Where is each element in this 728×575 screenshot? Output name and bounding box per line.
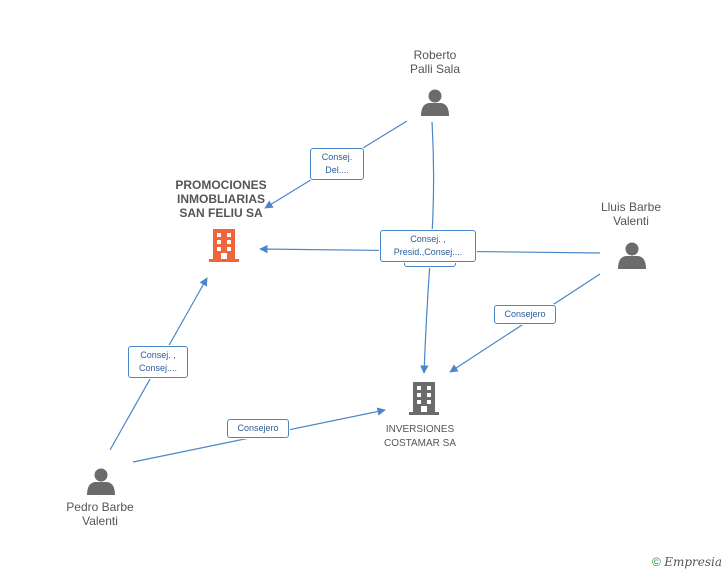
- brand-logo[interactable]: Empresia: [664, 555, 722, 569]
- edge-label-pedro-inversiones[interactable]: Consejero: [227, 419, 289, 438]
- node-label-lluis[interactable]: Lluis Barbe Valenti: [600, 200, 662, 228]
- node-label-inversiones[interactable]: INVERSIONES COSTAMAR SA: [383, 424, 457, 449]
- person-icon[interactable]: [421, 89, 449, 117]
- edge-label-center[interactable]: Consej. , Presid.,Consej....: [380, 230, 476, 262]
- edge-label-lluis-inversiones[interactable]: Consejero: [494, 305, 556, 324]
- building-icon[interactable]: [409, 382, 439, 415]
- copyright-symbol: ©: [652, 555, 661, 569]
- person-icon[interactable]: [87, 468, 115, 496]
- edge-label-pedro-promociones[interactable]: Consej. , Consej....: [128, 346, 188, 378]
- edge-label-roberto-promociones[interactable]: Consej. Del....: [310, 148, 364, 180]
- node-label-roberto[interactable]: Roberto Palli Sala: [409, 48, 461, 76]
- person-icon[interactable]: [618, 242, 646, 270]
- edge-center-inversiones: [420, 261, 431, 374]
- node-label-pedro[interactable]: Pedro Barbe Valenti: [66, 500, 134, 528]
- building-icon[interactable]: [209, 229, 239, 262]
- copyright: © Empresia: [652, 555, 722, 569]
- node-label-promociones[interactable]: PROMOCIONES INMOBLIARIAS SAN FELIU SA: [175, 178, 267, 220]
